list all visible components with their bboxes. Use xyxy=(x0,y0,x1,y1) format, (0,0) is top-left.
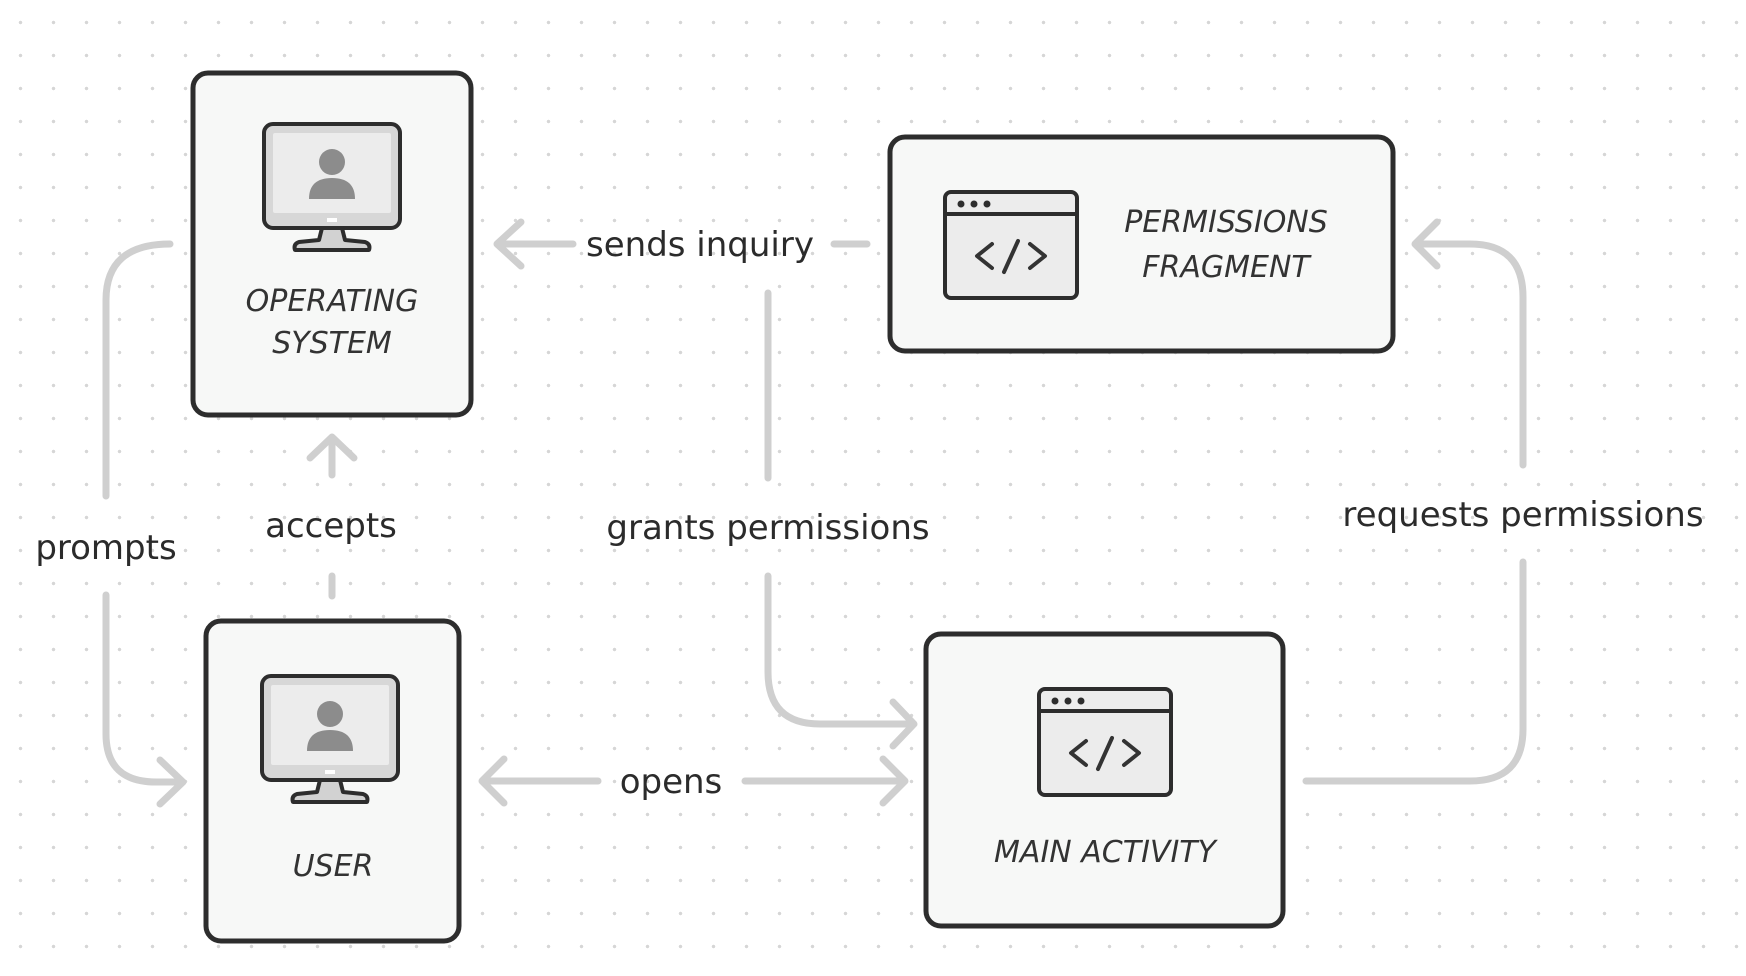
node-operating-system: OPERATING SYSTEM xyxy=(190,70,474,418)
connectors xyxy=(102,218,1527,808)
node-user: USER xyxy=(203,618,462,944)
node-permissions-fragment-label-line2: FRAGMENT xyxy=(1142,250,1312,285)
opens-arrowhead-right xyxy=(879,755,909,807)
requests-permissions-connector-lower xyxy=(1302,558,1527,785)
node-user-label: USER xyxy=(293,849,374,884)
code-window-icon xyxy=(943,190,1079,300)
prompts-arrowhead xyxy=(156,756,187,808)
grants-permissions-connector-lower xyxy=(764,572,914,728)
node-main-activity-label: MAIN ACTIVITY xyxy=(994,835,1219,870)
node-operating-system-label-line1: OPERATING xyxy=(246,284,419,319)
node-permissions-fragment: PERMISSIONS FRAGMENT xyxy=(887,134,1396,354)
edge-label-grants-permissions: grants permissions xyxy=(606,508,929,548)
node-main-activity: MAIN ACTIVITY xyxy=(923,631,1286,929)
edge-label-sends-inquiry: sends inquiry xyxy=(586,225,814,265)
prompts-connector-top xyxy=(102,240,174,500)
edge-label-accepts: accepts xyxy=(265,506,397,546)
requests-permissions-connector-upper xyxy=(1416,240,1527,469)
prompts-connector-bottom xyxy=(102,591,184,786)
sends-inquiry-arrowhead xyxy=(493,218,525,270)
edge-label-opens: opens xyxy=(620,762,723,802)
grants-permissions-arrowhead xyxy=(889,698,918,750)
node-permissions-fragment-label-line1: PERMISSIONS xyxy=(1124,205,1328,240)
edge-label-requests-permissions: requests permissions xyxy=(1342,495,1703,535)
code-window-icon xyxy=(1037,687,1173,797)
accepts-arrowhead xyxy=(306,433,358,462)
edge-label-prompts: prompts xyxy=(35,528,176,568)
requests-permissions-arrowhead xyxy=(1411,218,1441,270)
node-operating-system-label-line2: SYSTEM xyxy=(272,326,392,361)
opens-arrowhead-left xyxy=(478,755,508,807)
